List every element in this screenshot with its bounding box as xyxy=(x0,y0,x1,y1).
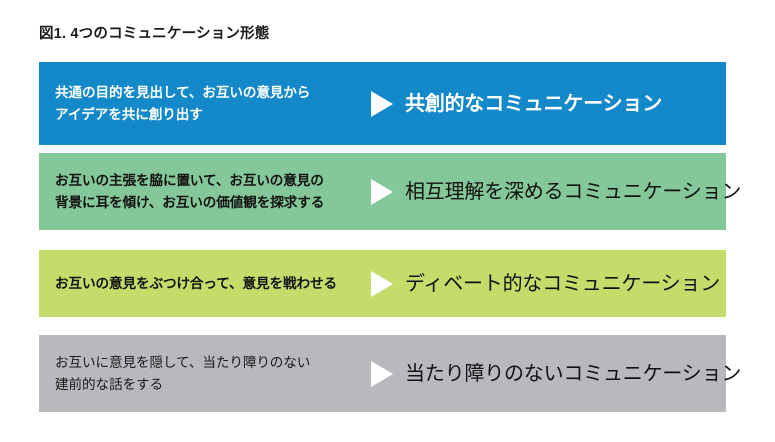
bar-label: 相互理解を深めるコミュニケーション xyxy=(405,180,742,203)
bar-description: 共通の目的を見出して、お互いの意見から アイデアを共に創り出す xyxy=(55,85,311,122)
bar-row-debate: お互いの意見をぶつけ合って、意見を戦わせる ディベート的なコミュニケーション xyxy=(39,250,726,317)
play-triangle-icon xyxy=(369,269,395,299)
figure-title: 図1. 4つのコミュニケーション形態 xyxy=(39,26,270,42)
bar-label: ディベート的なコミュニケーション xyxy=(405,272,720,295)
bar-description: お互いの意見をぶつけ合って、意見を戦わせる xyxy=(55,275,338,291)
play-triangle-icon xyxy=(369,177,395,207)
bar-description: お互いの主張を脇に置いて、お互いの意見の 背景に耳を傾け、お互いの価値観を探求す… xyxy=(55,173,325,210)
bar-row-co-creative: 共通の目的を見出して、お互いの意見から アイデアを共に創り出す 共創的なコミュニ… xyxy=(39,62,726,145)
bar-row-mutual-understanding: お互いの主張を脇に置いて、お互いの意見の 背景に耳を傾け、お互いの価値観を探求す… xyxy=(39,153,741,230)
bar-row-harmless: お互いに意見を隠して、当たり障りのない 建前的な話をする 当たり障りのないコミュ… xyxy=(39,335,741,412)
bar-list: 共通の目的を見出して、お互いの意見から アイデアを共に創り出す 共創的なコミュニ… xyxy=(39,62,741,412)
play-triangle-icon xyxy=(369,89,395,119)
play-triangle-icon xyxy=(369,359,395,389)
bar-description: お互いに意見を隠して、当たり障りのない 建前的な話をする xyxy=(55,355,311,392)
bar-label: 共創的なコミュニケーション xyxy=(405,92,662,115)
bar-label: 当たり障りのないコミュニケーション xyxy=(405,362,742,385)
